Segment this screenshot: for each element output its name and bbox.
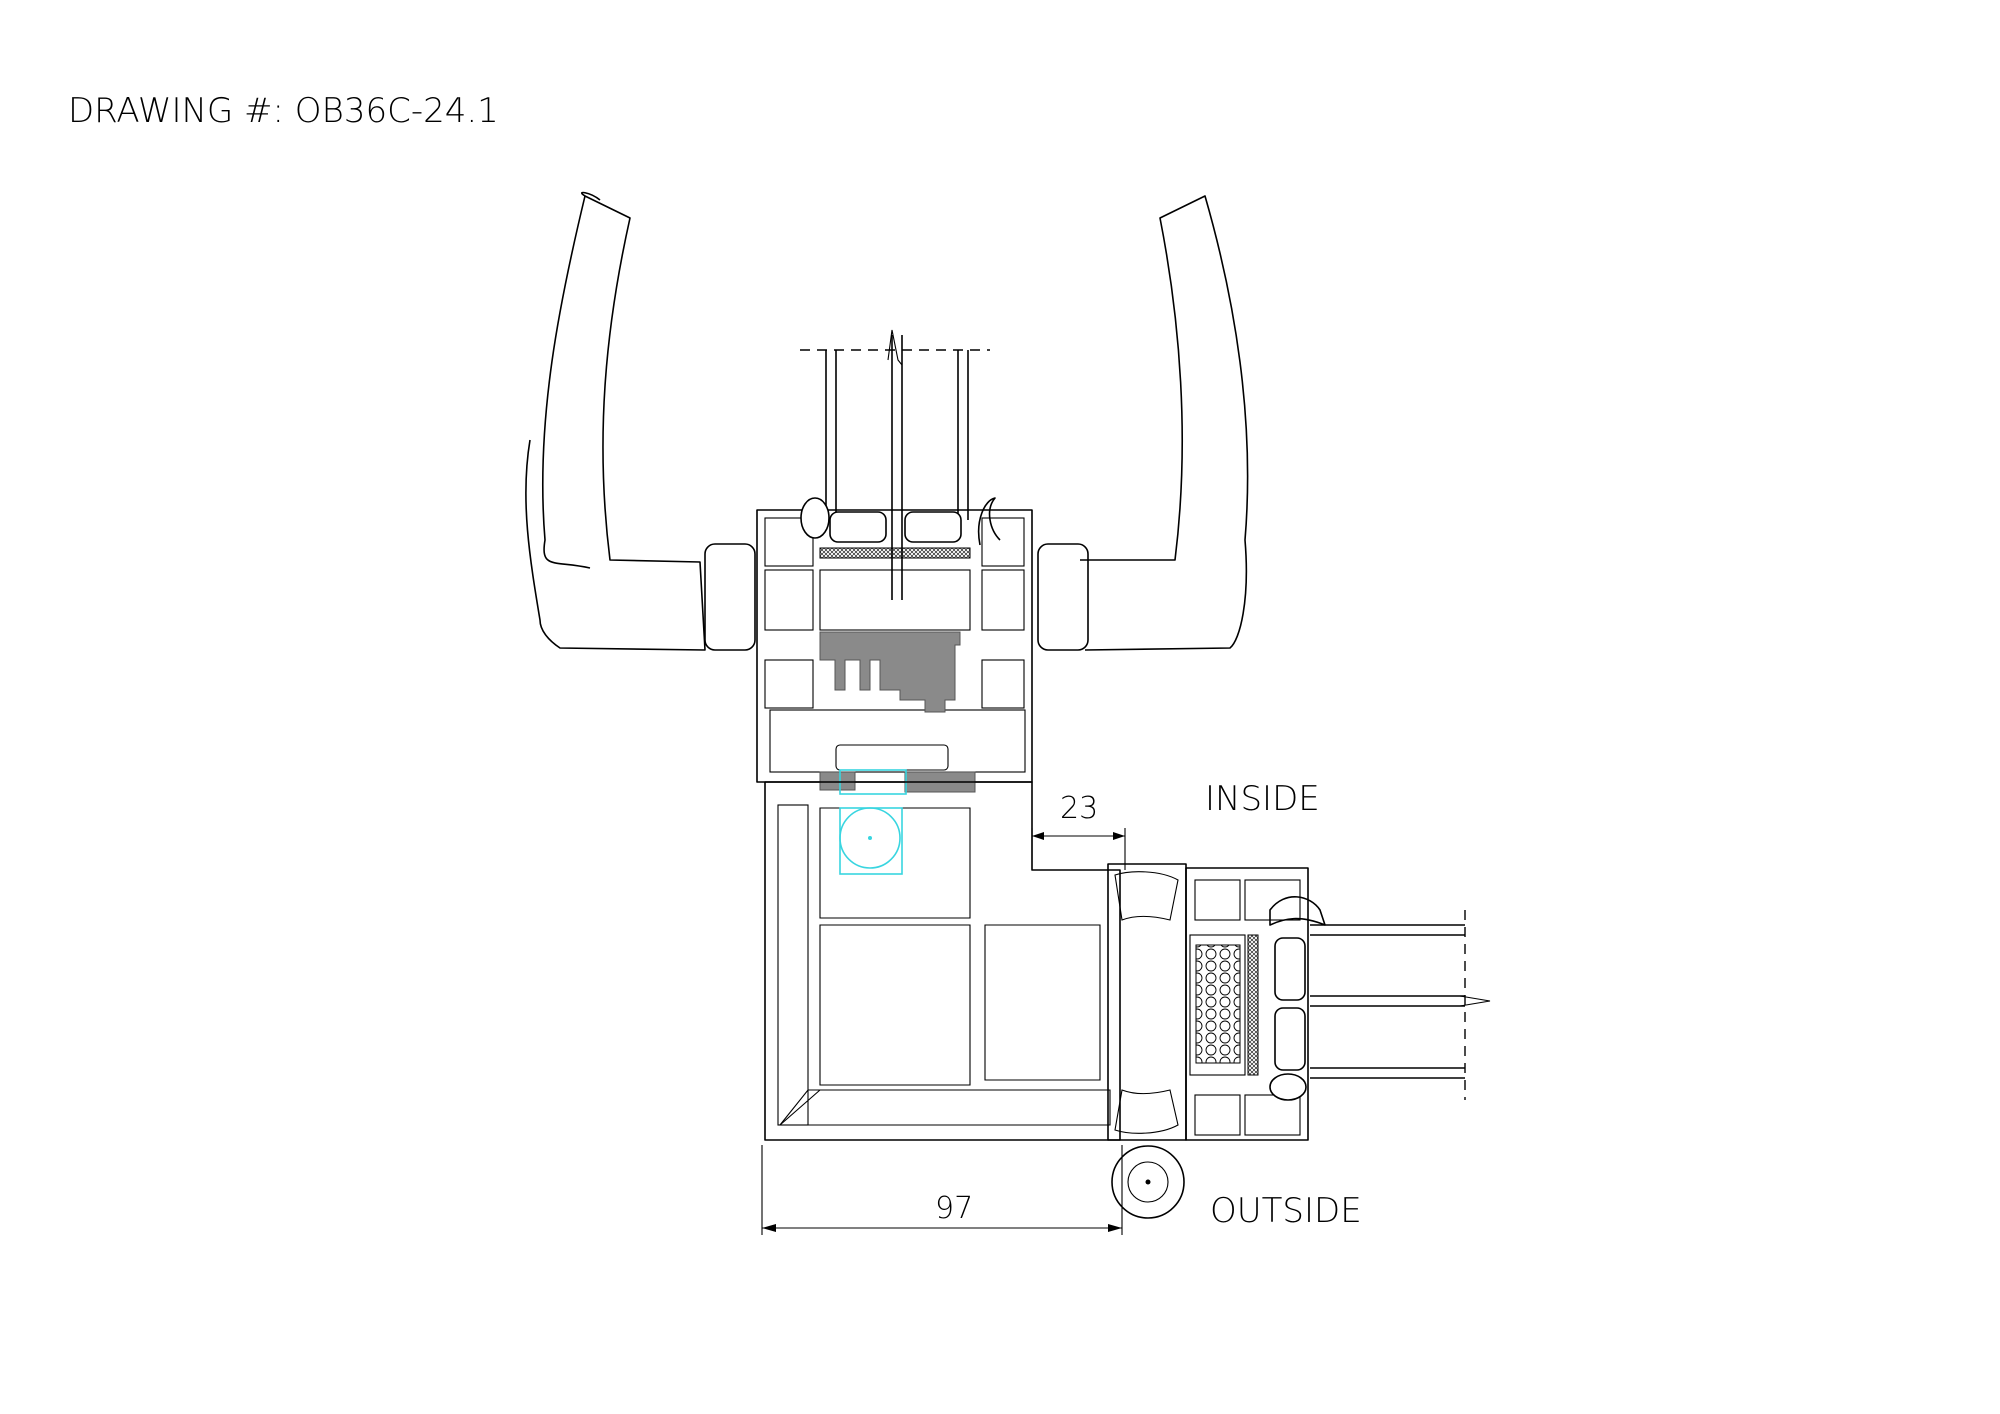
drawing-title: DRAWING #: OB36C-24.1 bbox=[68, 91, 499, 131]
side-frame-profile bbox=[1107, 863, 1326, 1219]
dimension-97: 97 bbox=[761, 1145, 1123, 1235]
upper-sash-profile bbox=[756, 497, 1033, 795]
outside-label: OUTSIDE bbox=[1210, 1191, 1362, 1231]
inside-label: INSIDE bbox=[1205, 779, 1320, 819]
dimension-97-label: 97 bbox=[935, 1191, 973, 1226]
dimension-23: 23 bbox=[1031, 791, 1126, 870]
left-handle bbox=[525, 191, 756, 651]
right-handle bbox=[1037, 195, 1249, 651]
glass-pane-right bbox=[1310, 910, 1491, 1100]
lower-frame-profile bbox=[764, 781, 1121, 1141]
glass-pane-top bbox=[800, 329, 990, 600]
dimension-23-label: 23 bbox=[1060, 791, 1098, 826]
